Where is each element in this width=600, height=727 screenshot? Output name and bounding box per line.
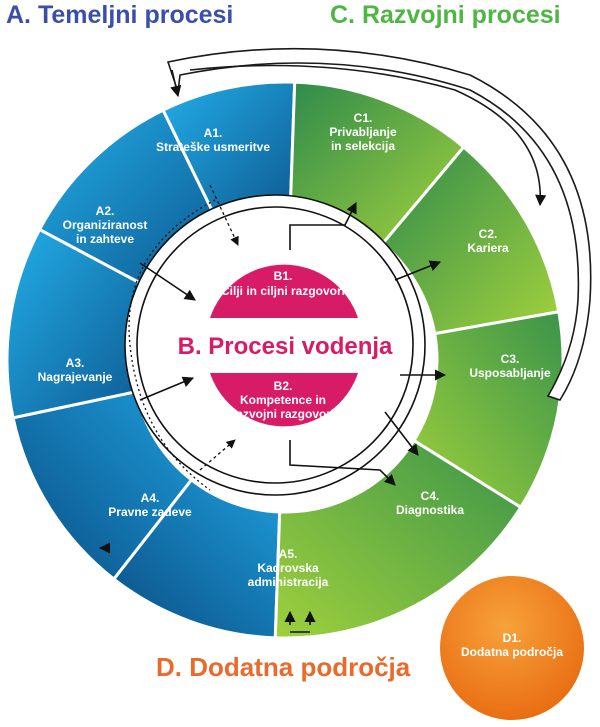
label-d1: D1.Dodatna področja [461, 631, 563, 659]
connector-arrows [139, 201, 447, 633]
label-a4: A4.Pravne zadeve [108, 491, 192, 519]
d1-circle [440, 576, 584, 720]
dashed-arrows [199, 184, 239, 471]
b2-cap [210, 373, 358, 427]
label-c4: C4.Diagnostika [396, 489, 464, 517]
segment-a5 [111, 477, 282, 640]
outer-loop-connector [166, 47, 592, 401]
outer-loop-arrow-a1 [170, 69, 182, 98]
label-a1: A1.Strateške usmeritve [156, 126, 270, 154]
label-a3: A3.Nagrajevanje [38, 356, 113, 384]
label-b1: B1.Cilji in ciljni razgovori [221, 269, 345, 298]
heading-razvojni-procesi: C. Razvojni procesi [330, 1, 561, 29]
heading-dodatna-podrocja: D. Dodatna področja [156, 652, 411, 682]
label-c2: C2.Kariera [467, 227, 509, 255]
segment-c4 [273, 438, 523, 640]
inner-ring-inner [136, 206, 414, 484]
segment-c3 [411, 309, 565, 510]
segment-a4 [11, 389, 194, 582]
label-c3: C3.Usposabljanje [469, 352, 551, 380]
outer-loop-connector-inner [189, 64, 547, 207]
segment-c2 [380, 144, 561, 336]
heading-temeljni-procesi: A. Temeljni procesi [6, 1, 234, 29]
center-title: B. Procesi vodenja [178, 333, 393, 360]
dotted-connector [128, 199, 216, 491]
b1-cap [210, 264, 358, 318]
